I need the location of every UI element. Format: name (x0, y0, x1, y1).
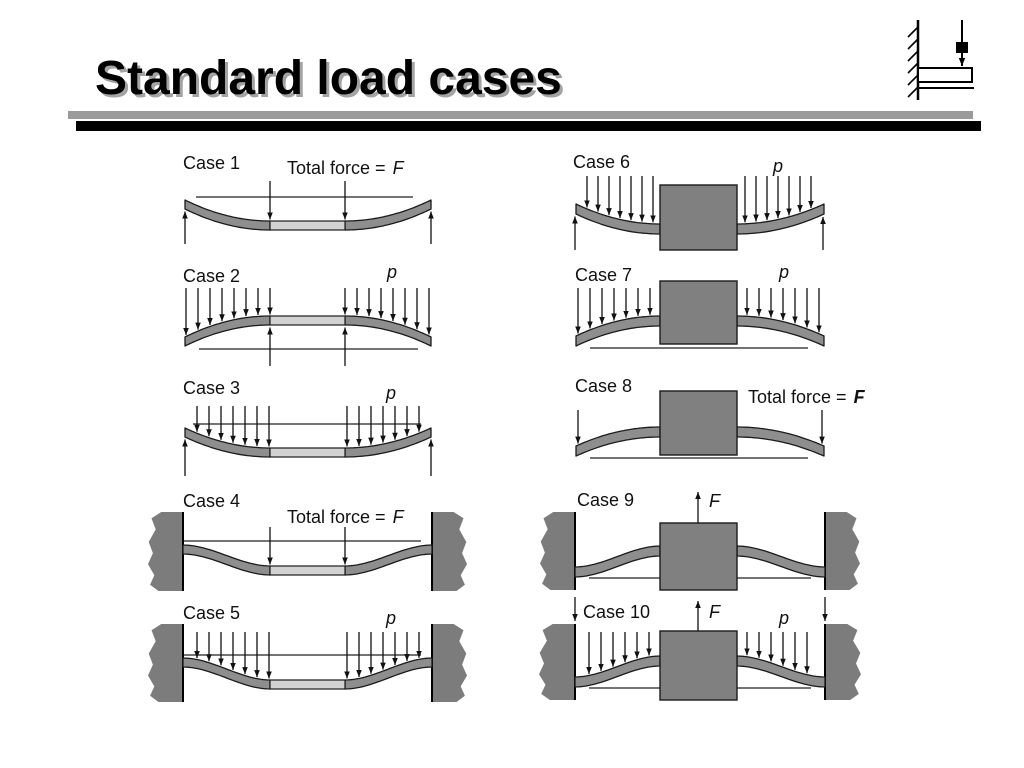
case-1-label: Case 1 (183, 153, 240, 173)
case-8-hub-block (659, 390, 738, 456)
case-5: Case 5 p (148, 603, 467, 702)
logo-beam (917, 67, 973, 83)
case-9-force-symbol: F (709, 491, 721, 511)
case-4-diagram (148, 512, 467, 591)
case-1-load-label: Total force = F (287, 158, 405, 178)
case-10-label: Case 10 (583, 602, 650, 622)
case-6-label: Case 6 (573, 152, 630, 172)
case-9-right-beam (736, 545, 826, 578)
case-4-label: Case 4 (183, 491, 240, 511)
case-7-left-beam (575, 315, 661, 347)
case-5-right-beam (344, 657, 433, 690)
title-underline-black (76, 121, 981, 131)
case-6-diagram (572, 176, 826, 251)
case-7-pressure-symbol: p (778, 262, 789, 282)
case-10-diagram (539, 597, 861, 701)
case-5-left-wall (148, 624, 183, 702)
case-6-left-beam (575, 203, 661, 235)
case-4-load-label: Total force = F (287, 507, 405, 527)
case-10-right-beam (736, 655, 826, 688)
case-3: Case 3 p (182, 378, 434, 476)
logo-wall-hatching (907, 26, 919, 98)
case-9-label: Case 9 (577, 490, 634, 510)
case-9-left-beam (574, 545, 661, 578)
logo-load-weight (956, 42, 968, 53)
case-2-hub-plate (269, 315, 346, 326)
case-8: Case 8 Total force = F (575, 376, 866, 459)
case-8-load-label: Total force = F (748, 387, 866, 407)
case-9-right-wall (825, 512, 860, 590)
case-4-right-beam (344, 544, 433, 576)
case-8-label: Case 8 (575, 376, 632, 396)
case-2: Case 2 p (183, 262, 432, 366)
case-1-force-symbol: F (393, 158, 405, 178)
case-9-diagram (540, 492, 860, 591)
case-5-right-wall (432, 624, 467, 702)
case-5-hub-plate (269, 679, 346, 690)
case-9-hub-block (659, 522, 738, 591)
case-3-pressure-symbol: p (385, 383, 396, 403)
case-2-right-beam (344, 315, 432, 347)
case-10-left-beam (574, 655, 661, 688)
case-7-right-beam (736, 315, 825, 347)
case-4-right-wall (432, 512, 467, 591)
case-1-load-text: Total force = (287, 158, 386, 178)
case-5-pressure-symbol: p (385, 608, 396, 628)
case-10-force-symbol: F (709, 602, 721, 622)
case-9-left-wall (540, 512, 575, 590)
case-3-hub-plate (269, 447, 346, 458)
case-8-load-text: Total force = (748, 387, 847, 407)
title-underline-grey (68, 111, 973, 119)
case-4-hub-plate (269, 565, 346, 576)
case-5-diagram (148, 624, 467, 702)
case-10-left-wall (539, 624, 575, 700)
case-4-load-text: Total force = (287, 507, 386, 527)
case-1: Case 1 Total force = F (182, 153, 434, 244)
case-10-pressure-symbol: p (778, 608, 789, 628)
case-3-label: Case 3 (183, 378, 240, 398)
case-4-force-symbol: F (393, 507, 405, 527)
case-2-diagram (183, 288, 432, 366)
case-10-right-wall (825, 624, 861, 700)
case-8-left-beam (575, 426, 661, 457)
load-cases-figure: Case 1 Total force =F Case 2 p Case 3 p … (148, 152, 866, 702)
case-6: Case 6 p (572, 152, 826, 251)
case-5-label: Case 5 (183, 603, 240, 623)
case-9: Case 9 F (540, 490, 860, 591)
case-6-hub-block (659, 184, 738, 251)
case-1-right-beam (344, 199, 432, 231)
cantilever-beam-icon (907, 20, 974, 100)
case-4-left-wall (148, 512, 183, 591)
case-4: Case 4 Total force = F (148, 491, 467, 591)
case-7-label: Case 7 (575, 265, 632, 285)
case-10-hub-block (659, 630, 738, 701)
case-7: Case 7 p (575, 262, 825, 349)
case-10: Case 10 F p (539, 597, 861, 701)
case-6-pressure-symbol: p (772, 156, 783, 176)
case-6-right-beam (736, 203, 825, 235)
case-1-left-beam (184, 199, 271, 231)
case-7-diagram (575, 280, 825, 349)
case-1-hub-plate (269, 220, 346, 231)
case-8-diagram (575, 390, 825, 459)
case-4-left-beam (182, 544, 271, 576)
case-8-force-symbol: F (854, 387, 866, 407)
slide-title: Standard load cases (95, 52, 562, 105)
case-1-diagram (182, 181, 434, 244)
case-2-label: Case 2 (183, 266, 240, 286)
case-8-right-beam (736, 426, 825, 457)
case-7-hub-block (659, 280, 738, 345)
case-3-right-beam (344, 427, 432, 458)
case-3-diagram (182, 406, 434, 476)
case-2-pressure-symbol: p (386, 262, 397, 282)
